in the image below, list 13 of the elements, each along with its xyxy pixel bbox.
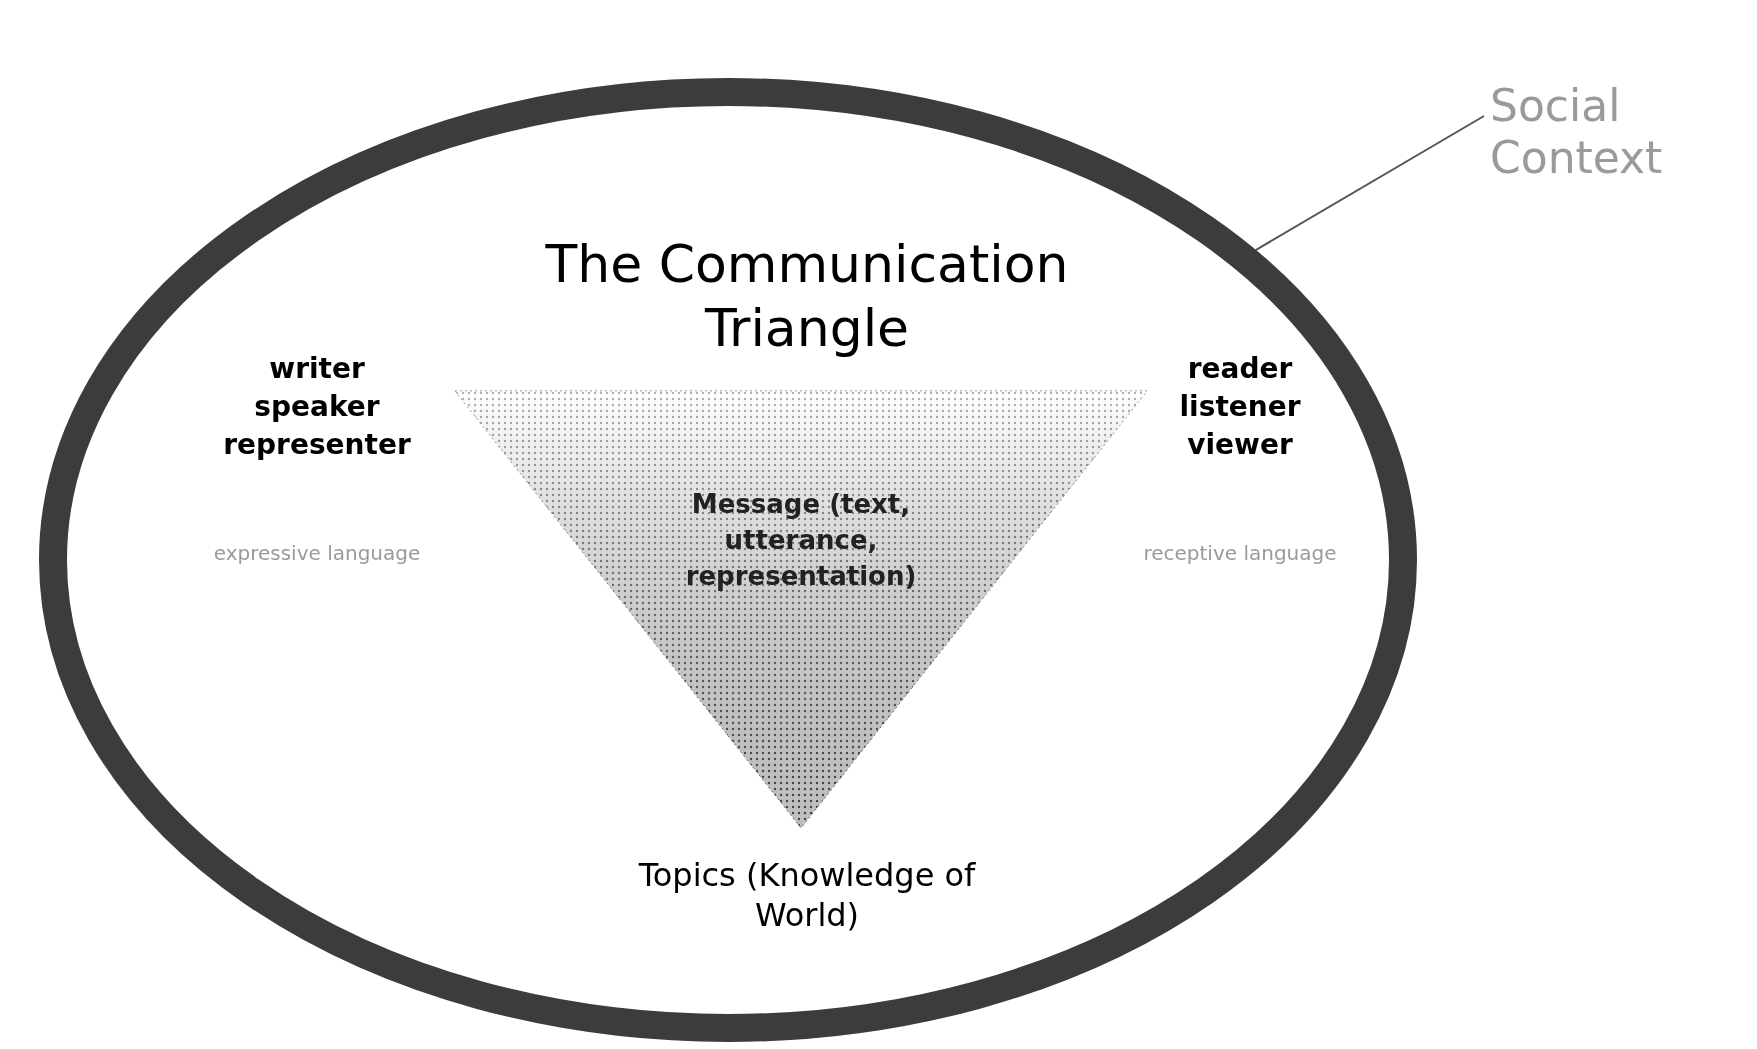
text-label: viewer <box>1186 427 1294 463</box>
text-label: Topics (Knowledge of World) <box>637 855 977 935</box>
text-label: speaker <box>253 389 381 425</box>
diagram-title: The Communication Triangle <box>544 233 1070 360</box>
message-text: Message (text, utterance, representation) <box>684 488 918 593</box>
text-label: representer <box>222 427 412 463</box>
text-label: listener <box>1178 389 1302 425</box>
node-label: Social Context <box>1490 80 1664 184</box>
text-label: reader <box>1186 351 1294 387</box>
text-label: expressive language <box>212 540 422 566</box>
leader-line <box>1254 115 1485 252</box>
text-label: receptive language <box>1142 540 1338 566</box>
text-label: writer <box>268 351 366 387</box>
